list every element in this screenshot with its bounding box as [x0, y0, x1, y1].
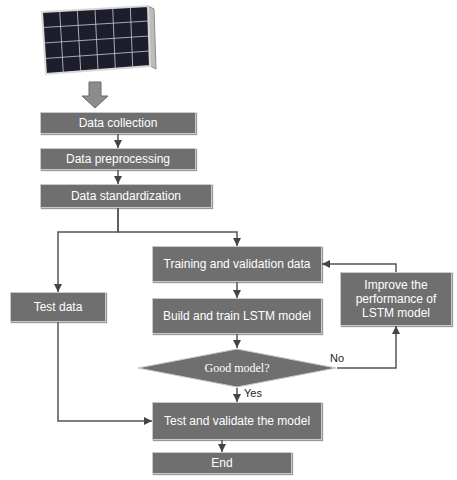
edge-label: No	[330, 352, 344, 364]
node-text: Data collection	[75, 116, 162, 130]
block-arrow	[82, 82, 108, 108]
process-box: Data preprocessing	[40, 148, 196, 170]
node-text: Data standardization	[67, 189, 185, 203]
flow-arrow	[236, 388, 238, 402]
flow-arrow	[58, 322, 152, 421]
solar-panel	[42, 6, 156, 74]
node-text: Build and train LSTM model	[159, 309, 315, 323]
decision-diamond: Good model?	[137, 348, 337, 388]
flow-arrow	[58, 208, 118, 292]
terminal-box: End	[152, 452, 292, 474]
flow-arrow	[337, 326, 396, 368]
node-text: Data preprocessing	[62, 152, 174, 166]
flow-arrow	[236, 282, 238, 298]
node-text: Test and validate the model	[160, 414, 314, 428]
process-box: Test data	[10, 292, 106, 322]
flow-arrow	[117, 134, 119, 148]
process-box: Test and validate the model	[152, 402, 322, 440]
edge-label: Yes	[244, 387, 262, 399]
node-text: Improve the performance of LSTM model	[341, 278, 451, 320]
flow-arrow	[117, 170, 119, 184]
diamond-shape	[138, 349, 336, 387]
process-box: Build and train LSTM model	[152, 298, 322, 334]
flow-arrow	[322, 264, 396, 272]
process-box: Improve the performance of LSTM model	[340, 272, 452, 326]
node-text: Test data	[30, 300, 87, 314]
flow-arrow	[221, 440, 223, 452]
process-box: Data collection	[40, 112, 196, 134]
flow-arrow	[118, 208, 237, 246]
node-text: End	[207, 456, 236, 470]
node-text: Good model?	[201, 361, 274, 375]
process-box: Data standardization	[40, 184, 212, 208]
process-box: Training and validation data	[152, 246, 322, 282]
flow-arrow	[236, 334, 238, 348]
node-text: Training and validation data	[160, 257, 315, 271]
